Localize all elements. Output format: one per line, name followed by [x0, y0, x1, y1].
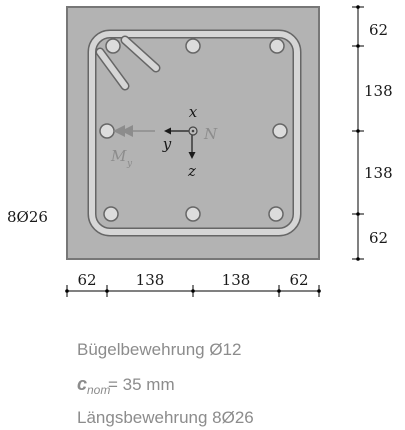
longitudinal-bars — [99, 38, 288, 222]
dim-right-mid1: 138 — [364, 82, 393, 100]
legend-stirrup: Bügelbewehrung Ø12 — [77, 340, 241, 359]
axis-y-label: y — [162, 135, 172, 153]
dim-bottom-right: 62 — [289, 271, 308, 289]
right-dimension — [352, 5, 364, 261]
stirrup-hook — [95, 35, 161, 91]
bar — [185, 38, 201, 54]
bar — [272, 123, 288, 139]
bottom-dimension — [65, 285, 321, 297]
dim-bottom-left: 62 — [77, 271, 96, 289]
legend-cnom-value: = 35 mm — [108, 375, 175, 394]
bar — [105, 38, 121, 54]
rebar-count-label: 8Ø26 — [7, 208, 48, 226]
bar — [269, 38, 285, 54]
bar — [103, 206, 119, 222]
dim-bottom-mid1: 138 — [136, 271, 165, 289]
dim-right-mid2: 138 — [364, 164, 393, 182]
bar — [185, 206, 201, 222]
dim-bottom-mid2: 138 — [222, 271, 251, 289]
dim-right-top: 62 — [369, 21, 388, 39]
stirrup — [87, 29, 302, 237]
moment-subscript: y — [126, 159, 133, 169]
legend-cnom: c nom = 35 mm — [77, 374, 175, 397]
moment-arrow — [113, 125, 155, 137]
legend-cnom-symbol: c — [77, 374, 87, 394]
legend-longitudinal: Längsbewehrung 8Ø26 — [77, 408, 254, 427]
normal-force-label: N — [203, 125, 218, 143]
dim-right-bottom: 62 — [369, 229, 388, 247]
legend-cnom-subscript: nom — [87, 383, 110, 397]
coordinate-axes — [164, 126, 198, 159]
bar — [99, 123, 115, 139]
axis-z-label: z — [187, 162, 196, 180]
bar — [268, 206, 284, 222]
moment-label: M — [110, 147, 127, 165]
axis-x-label: x — [189, 103, 198, 121]
